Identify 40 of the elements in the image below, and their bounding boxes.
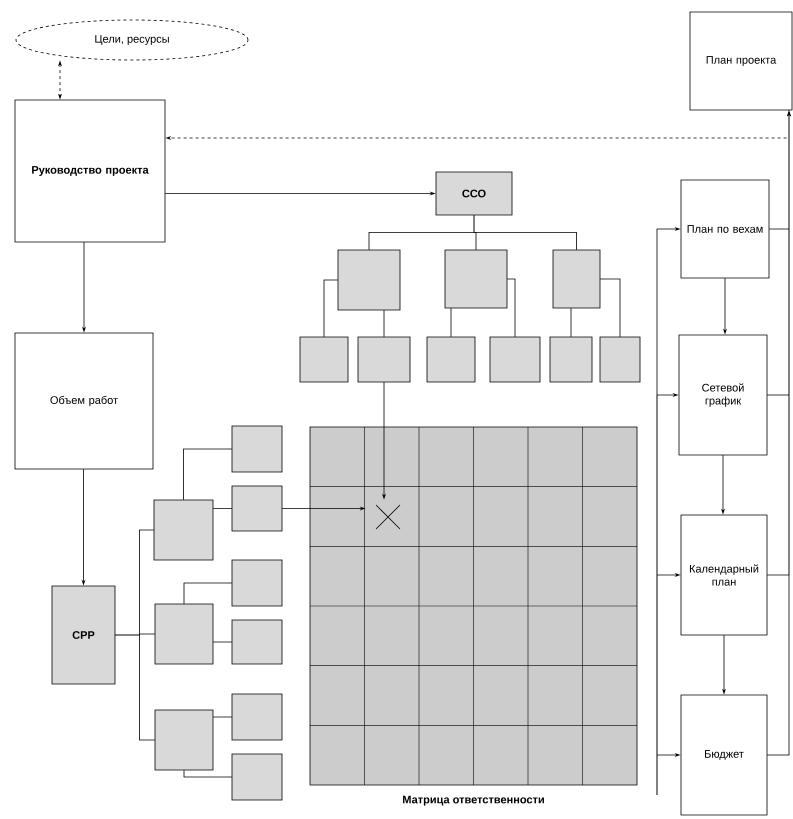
process-box: ССО	[436, 172, 512, 216]
tree-box	[232, 694, 282, 740]
tree-box	[232, 754, 282, 800]
process-box: Календарный план	[680, 514, 768, 636]
connector-line	[570, 308, 572, 337]
tree-box	[426, 336, 476, 382]
connector-line	[324, 280, 338, 337]
connector-line	[115, 634, 155, 740]
tree-box	[154, 604, 214, 664]
connector-line	[474, 215, 577, 250]
connector-line	[184, 582, 232, 604]
process-box: Сетевой график	[678, 334, 768, 456]
tree-box	[232, 560, 282, 606]
matrix-caption: Матрица ответственности	[403, 796, 544, 806]
tree-box	[154, 500, 214, 560]
tree-box	[232, 486, 282, 532]
connector-line	[184, 770, 232, 778]
tree-box	[552, 250, 600, 308]
tree-box	[232, 620, 282, 664]
tree-box	[600, 336, 640, 382]
process-box: План проекта	[690, 12, 792, 110]
tree-box	[300, 336, 348, 382]
process-box: План по вехам	[680, 180, 770, 278]
tree-box	[550, 336, 592, 382]
connector-line	[507, 278, 516, 337]
connector-line	[183, 448, 232, 500]
connector-line	[213, 716, 232, 718]
process-box: Руководство проекта	[14, 100, 166, 242]
tree-box	[490, 336, 540, 382]
tree-box	[338, 250, 400, 310]
process-box: Бюджет	[680, 694, 768, 816]
connector-line	[600, 278, 620, 337]
process-box: СРР	[52, 586, 116, 684]
process-box: Объем работ	[14, 332, 154, 470]
connector-line	[213, 508, 232, 509]
tree-box	[358, 336, 410, 382]
tree-box	[232, 426, 282, 472]
connector-line	[450, 308, 452, 337]
tree-box	[444, 250, 508, 308]
tree-box	[154, 710, 214, 770]
